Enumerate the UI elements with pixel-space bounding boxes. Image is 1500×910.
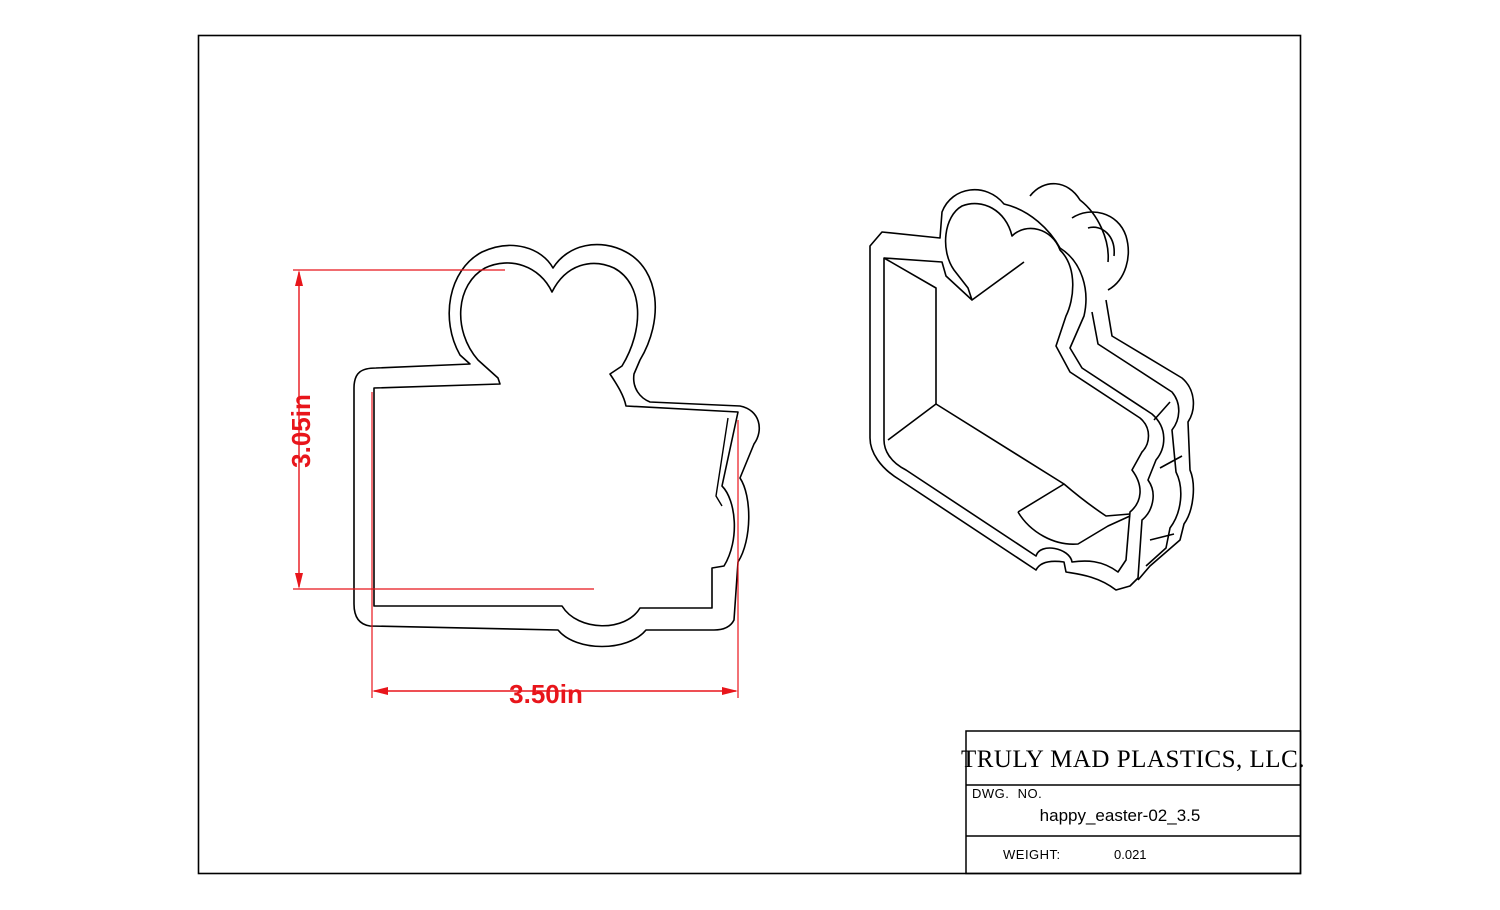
iso-cavity-heart-edge xyxy=(971,261,1025,301)
dimensions xyxy=(293,269,739,698)
iso-back-right-edge xyxy=(1105,299,1195,581)
isometric-view xyxy=(869,182,1195,591)
weight-label: WEIGHT: xyxy=(1003,847,1061,862)
height-dimension-label: 3.05in xyxy=(286,394,316,468)
iso-cavity-bottom-curve xyxy=(1017,511,1131,545)
width-arrow-right xyxy=(722,687,738,695)
front-view-outer-outline xyxy=(353,243,761,648)
dwg-no-value: happy_easter-02_3.5 xyxy=(1040,806,1201,825)
iso-back-heart xyxy=(1029,182,1109,263)
iso-back-layer-3 xyxy=(1149,401,1183,541)
iso-back-round-top xyxy=(1071,211,1130,291)
weight-value: 0.021 xyxy=(1114,847,1147,862)
sheet-border xyxy=(197,34,1302,875)
width-dimension-label: 3.50in xyxy=(509,679,583,709)
height-arrow-bottom xyxy=(295,573,303,589)
iso-inner-rim xyxy=(883,202,1150,573)
iso-back-layer-2 xyxy=(1091,311,1182,567)
title-block xyxy=(965,730,1302,875)
dwg-no-label: DWG. NO. xyxy=(972,786,1042,801)
iso-cavity-left-wall xyxy=(883,257,937,404)
iso-outer-wall xyxy=(869,189,1165,591)
iso-cavity-floor-edge xyxy=(887,403,1065,513)
company-name: TRULY MAD PLASTICS, LLC. xyxy=(961,746,1305,773)
height-arrow-top xyxy=(295,270,303,286)
front-view-hidden-edge xyxy=(715,417,729,507)
iso-back-round-inner xyxy=(1087,226,1115,257)
width-arrow-left xyxy=(372,687,388,695)
title-block-frame xyxy=(965,730,1302,875)
front-view-inner-outline xyxy=(373,262,739,627)
front-view xyxy=(353,243,761,648)
iso-cavity-notch xyxy=(1063,483,1131,517)
